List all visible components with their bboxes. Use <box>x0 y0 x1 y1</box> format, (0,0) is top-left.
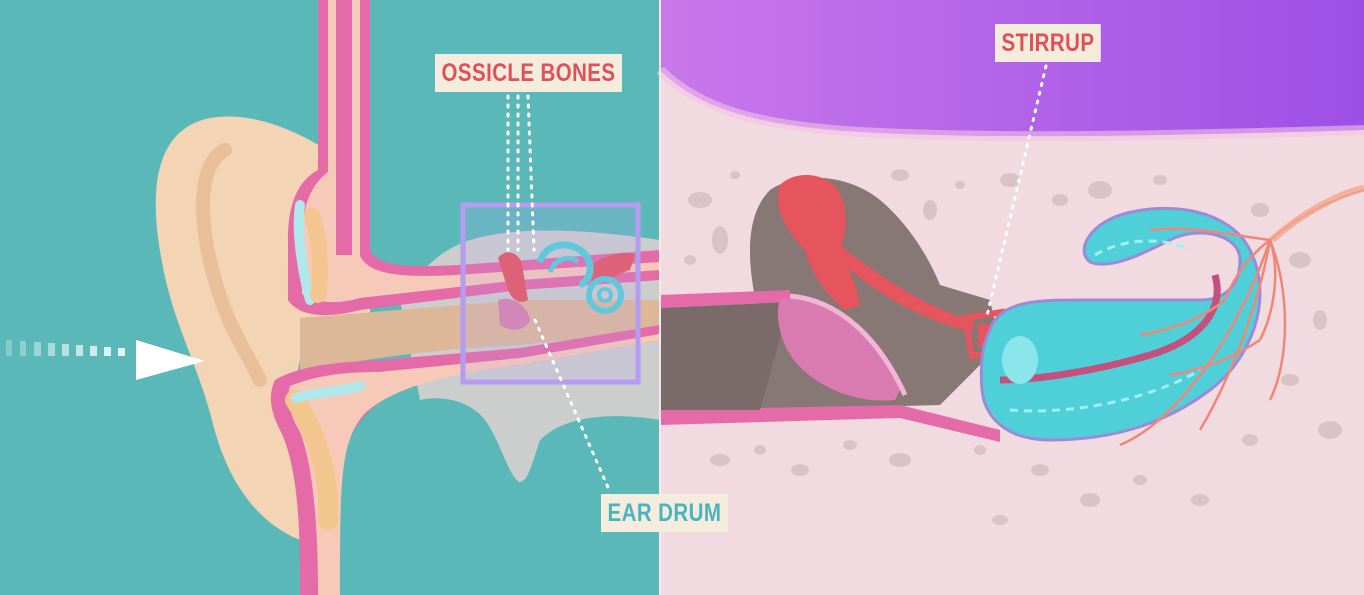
bone-texture <box>684 169 1342 525</box>
leader-line-stirrup <box>984 64 1048 322</box>
ear-canal <box>300 300 660 372</box>
leader-lines-left <box>506 94 612 494</box>
ear-drum <box>777 298 900 401</box>
left-panel <box>0 0 660 595</box>
label-ear-drum: EAR DRUM <box>601 494 728 532</box>
brain-region <box>660 0 1364 137</box>
label-stirrup: STIRRUP <box>995 24 1101 62</box>
hammer-anvil <box>778 174 860 310</box>
label-ossicle-bones: OSSICLE BONES <box>435 54 623 92</box>
sound-wave-arrow-icon <box>6 340 205 380</box>
ossicle-bones-small <box>498 252 635 330</box>
right-panel <box>656 0 1364 595</box>
cochlea-small <box>536 241 624 314</box>
auditory-nerve <box>1119 188 1364 447</box>
